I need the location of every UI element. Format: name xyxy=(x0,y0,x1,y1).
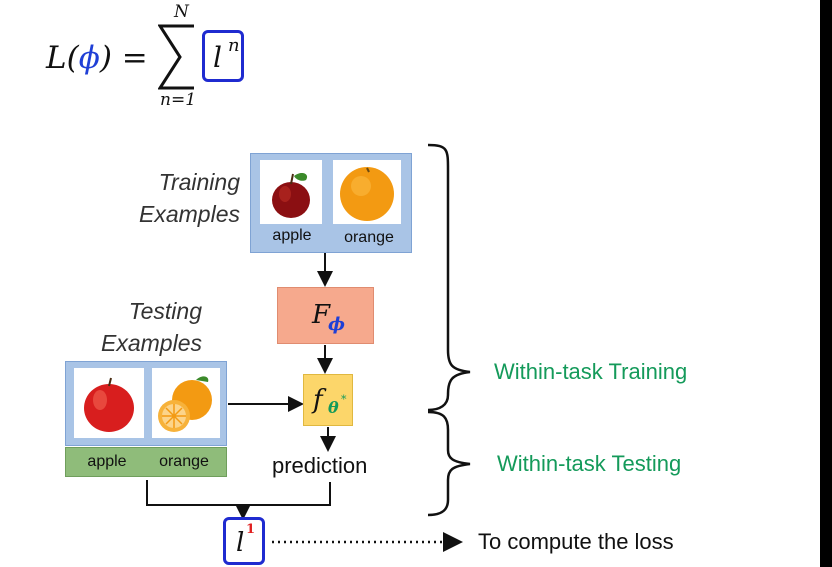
compute-loss-label: To compute the loss xyxy=(478,529,674,554)
merge-line xyxy=(146,480,331,506)
testing-orange-label: orange xyxy=(159,453,209,470)
apple-image xyxy=(260,160,322,224)
loss-term-box: l n xyxy=(202,30,244,82)
testing-examples-panel xyxy=(65,361,227,446)
task-model-theta: θ xyxy=(328,398,339,417)
testing-label-bar: apple orange xyxy=(65,447,227,477)
loss-superscript: 1 xyxy=(246,522,256,537)
sum-upper-limit: N xyxy=(174,2,189,22)
training-examples-panel: apple orange xyxy=(250,153,412,253)
brace-training xyxy=(427,143,471,412)
formula-lhs: L(ϕ) = xyxy=(46,40,148,76)
task-model-star: * xyxy=(341,393,347,406)
apple-icon xyxy=(84,377,134,432)
meta-learner-box: F ϕ xyxy=(277,287,374,344)
orange-slices-icon xyxy=(158,376,212,432)
sum-lower-limit: n=1 xyxy=(160,90,197,110)
within-task-testing-label: Within-task Testing xyxy=(497,451,682,476)
apple-icon xyxy=(272,173,310,218)
task-model-box: f θ * xyxy=(303,374,353,426)
loss-term-n: n xyxy=(228,35,240,56)
task-model-f: f xyxy=(313,385,323,415)
within-task-training-label: Within-task Training xyxy=(494,359,688,384)
testing-examples-label: Testing Examples xyxy=(101,298,202,356)
meta-learner-phi: ϕ xyxy=(328,314,345,335)
testing-apple-label: apple xyxy=(87,453,127,470)
formula-phi: ϕ xyxy=(78,40,100,76)
training-examples-label: Training Examples xyxy=(139,169,240,227)
training-apple-label: apple xyxy=(272,227,312,244)
prediction-label: prediction xyxy=(272,453,368,478)
loss-formula: L(ϕ) = N n=1 l n xyxy=(40,0,300,120)
orange-image xyxy=(152,368,220,438)
loss-box: l 1 xyxy=(223,517,265,565)
loss-term-l: l xyxy=(213,41,222,74)
brace-testing xyxy=(427,410,471,517)
training-orange-label: orange xyxy=(344,229,394,246)
loss-l: l xyxy=(236,528,245,558)
orange-image xyxy=(333,160,401,224)
meta-learner-F: F xyxy=(312,300,331,330)
orange-icon xyxy=(340,167,394,221)
apple-image xyxy=(74,368,144,438)
sigma-icon xyxy=(158,24,194,90)
